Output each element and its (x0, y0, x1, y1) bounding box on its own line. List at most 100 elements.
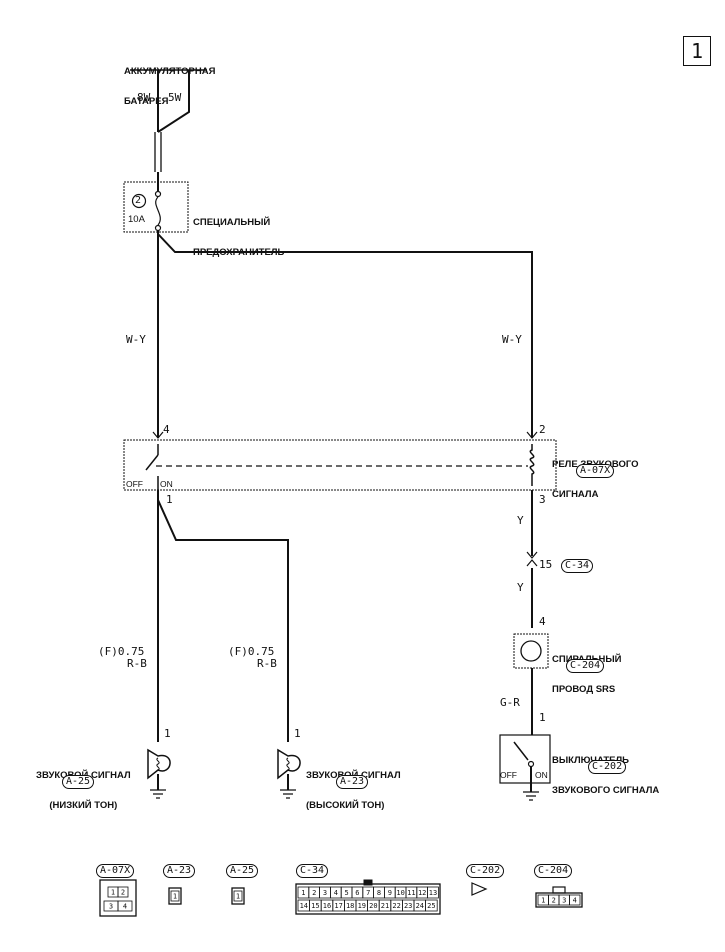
relay-pin-3: 3 (539, 493, 546, 506)
c34-cell-label: 14 (300, 902, 308, 910)
horn-low-icon (147, 748, 171, 780)
wire-y-label-2: Y (517, 581, 524, 594)
c34-cell-label: 1 (301, 889, 305, 897)
c34-cell-label: 16 (323, 902, 331, 910)
fuse-label-line2: ПРЕДОХРАНИТЕЛЬ (193, 247, 285, 258)
c34-cell-label: 5 (344, 889, 348, 897)
c34-connector-arrows (526, 551, 538, 567)
relay-contact-arm (145, 454, 159, 471)
fuse-label-line1: СПЕЦИАЛЬНЫЙ (193, 217, 271, 228)
legend-c34-tag: C-34 (296, 864, 329, 878)
horn-high-label: ЗВУКОВОЙ СИГНАЛ (ВЫСОКИЙ ТОН) (306, 751, 401, 821)
wire-y-label-1: Y (517, 514, 524, 527)
horn-switch-label-line2: ЗВУКОВОГО СИГНАЛА (552, 785, 660, 796)
c34-tag: C-34 (561, 559, 594, 573)
a23-cell-label: 1 (173, 893, 177, 901)
horn-low-label-line2: (НИЗКИЙ ТОН) (49, 800, 118, 811)
wire-5w (157, 70, 190, 133)
c34-cell-label: 15 (311, 902, 319, 910)
c34-cell-label: 9 (388, 889, 392, 897)
a25-connector-outline (231, 887, 245, 905)
c34-cell-label: 11 (407, 889, 415, 897)
battery-label-line1: АККУМУЛЯТОРНАЯ (124, 66, 216, 77)
horn-high-ground-icon (280, 789, 296, 799)
c34-key (363, 879, 373, 886)
fuse-label: СПЕЦИАЛЬНЫЙ ПРЕДОХРАНИТЕЛЬ (193, 198, 284, 268)
c204-cell (569, 894, 581, 906)
horn-high-coil-icon (286, 757, 290, 771)
wire-5w-label: 5W (168, 91, 182, 104)
horn-high-connector-tag: A-23 (336, 775, 369, 789)
horn-low-label-line1: ЗВУКОВОЙ СИГНАЛ (36, 770, 131, 781)
wire-g-r-label: G-R (500, 696, 520, 709)
low-horn-wire-spec: (F)0.75 (98, 645, 145, 658)
relay-pin-2-arrow (526, 431, 538, 439)
legend-c204-tag: C-204 (534, 864, 573, 878)
c34-pin: 15 (539, 558, 553, 571)
horn-switch-connector-tag: C-202 (588, 760, 627, 774)
a25-cell-label: 1 (236, 893, 240, 901)
high-horn-wire-spec: (F)0.75 (228, 645, 275, 658)
spiral-label-line2: ПРОВОД SRS (552, 684, 616, 695)
fuse-bottom-terminal (154, 224, 162, 232)
c34-cell-label: 22 (392, 902, 400, 910)
spiral-box (513, 633, 549, 669)
low-horn-wire-color: R-B (127, 657, 147, 670)
horn-low-label: ЗВУКОВОЙ СИГНАЛ (НИЗКИЙ ТОН) (36, 751, 131, 821)
spiral-connector-tag: C-204 (566, 659, 605, 673)
c34-cell-label: 10 (396, 889, 404, 897)
c34-cell-label: 20 (369, 902, 377, 910)
relay-pin-4-arrow (152, 431, 164, 439)
a25-cell (233, 890, 243, 902)
relay-coil (529, 444, 535, 486)
page-number-box: 1 (683, 36, 711, 66)
c34-cell-label: 13 (429, 889, 437, 897)
legend-c202-tag: C-202 (466, 864, 505, 878)
a23-cell (170, 890, 180, 902)
switch-ground-icon (523, 791, 539, 801)
legend-a23-tag: A-23 (163, 864, 196, 878)
c34-cell-label: 2 (312, 889, 316, 897)
horn-high-icon (277, 748, 301, 780)
wire-relay-to-high-horn (157, 499, 289, 742)
c34-cell-label: 4 (334, 889, 338, 897)
legend-a25-tag: A-25 (226, 864, 259, 878)
horn-low-coil-icon (156, 757, 160, 771)
fuse-element (155, 196, 161, 226)
c34-cell-label: 25 (427, 902, 435, 910)
horn-high-label-line2: (ВЫСОКИЙ ТОН) (306, 800, 385, 811)
horn-switch-on-label: ON (535, 770, 548, 780)
c34-cell-label: 24 (416, 902, 424, 910)
relay-connector-tag: A-07X (576, 464, 615, 478)
fuse-number-circle (131, 193, 147, 209)
c34-cell-label: 23 (404, 902, 412, 910)
spiral-pin: 4 (539, 615, 546, 628)
relay-label-line2: СИГНАЛА (552, 489, 599, 500)
horn-switch-off-label: OFF (500, 770, 517, 780)
c204-cell-label: 2 (552, 897, 556, 905)
fuse-rating: 10A (128, 214, 145, 225)
switch-arm (513, 741, 529, 761)
c204-cell-label: 1 (541, 897, 545, 905)
relay-pin-1: 1 (166, 493, 173, 506)
a07x-cell (117, 900, 133, 912)
fuse-number: 2 (135, 195, 142, 206)
battery-label: АККУМУЛЯТОРНАЯ БАТАРЕЯ (124, 47, 215, 117)
legend-a07x-tag: A-07X (96, 864, 135, 878)
horn-high-pin: 1 (294, 727, 301, 740)
battery-label-line2: БАТАРЕЯ (124, 96, 169, 107)
c34-cell-label: 17 (334, 902, 342, 910)
wire-w-y-right (157, 233, 533, 438)
wire-w-y-right-label: W-Y (502, 333, 522, 346)
a07x-cell-label: 1 (111, 889, 115, 897)
c34-cell-label: 19 (358, 902, 366, 910)
horn-low-pin: 1 (164, 727, 171, 740)
c204-cell-label: 3 (562, 897, 566, 905)
a07x-connector-outline (99, 879, 137, 917)
horn-high-label-line1: ЗВУКОВОЙ СИГНАЛ (306, 770, 401, 781)
a07x-cell-label: 4 (123, 903, 127, 911)
c34-cell-label: 18 (346, 902, 354, 910)
fuse-box (123, 181, 189, 233)
